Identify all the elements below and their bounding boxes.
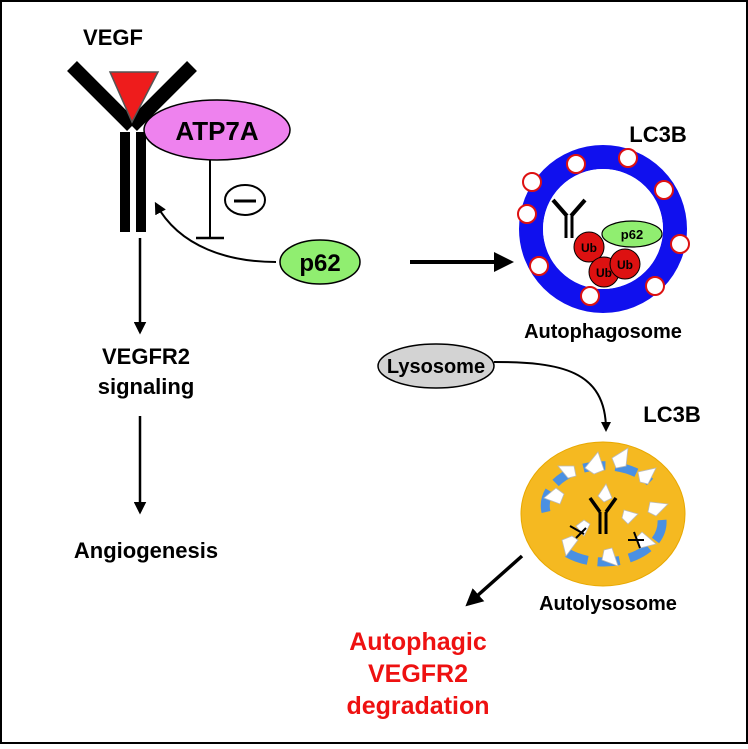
lc3b-dot (517, 204, 537, 224)
p62-to-receptor-arrow (154, 201, 277, 263)
lc3b-bottom-label: LC3B (643, 402, 700, 427)
lc3b-dot (529, 256, 549, 276)
lc3b-dot (670, 234, 690, 254)
autolysosome (520, 441, 686, 587)
inhibit-circle (224, 184, 266, 216)
result-line2: VEGFR2 (368, 660, 468, 688)
ub-label-2: Ub (596, 266, 612, 280)
vegf-ligand-triangle (108, 71, 160, 124)
lc3b-dot (645, 276, 665, 296)
p62-node: p62 (279, 239, 361, 285)
degraded-receptor-icon (569, 496, 644, 549)
lysosome-label: Lysosome (387, 356, 485, 378)
lc3b-dot (522, 172, 542, 192)
lc3b-dot (654, 180, 674, 200)
autolysosome-label: Autolysosome (539, 593, 677, 615)
degradation-fragments (543, 447, 669, 567)
ub-label-1: Ub (581, 241, 597, 255)
autophagosome: p62 Ub Ub Ub (517, 145, 690, 313)
internalized-receptor-icon (551, 198, 587, 238)
vegfr2-receptor (67, 61, 197, 232)
result-line1: Autophagic (349, 628, 487, 656)
result-line3: degradation (346, 692, 489, 720)
p62-small-label: p62 (621, 227, 643, 242)
lysosome-node: Lysosome (377, 343, 495, 389)
angiogenesis-label: Angiogenesis (74, 538, 218, 563)
atp7a-node: ATP7A (143, 99, 291, 161)
ub-label-3: Ub (617, 258, 633, 272)
lc3b-dot (618, 148, 638, 168)
p62-small-node (601, 220, 663, 248)
vegf-label: VEGF (83, 25, 143, 50)
vegfr2-signaling-line1: VEGFR2 (102, 344, 190, 369)
inhibition-bar (196, 160, 224, 240)
autolysosome-to-degradation-arrow (465, 554, 524, 607)
ubiquitin-circle (573, 231, 605, 263)
lc3b-dot (580, 286, 600, 306)
vegfr2-signaling-line2: signaling (98, 374, 195, 399)
lysosome-fusion-arrow (493, 361, 611, 432)
p62-label: p62 (299, 250, 340, 277)
lc3b-top-label: LC3B (629, 122, 686, 147)
atp7a-label: ATP7A (175, 116, 259, 146)
ubiquitin-circle (609, 248, 641, 280)
lc3b-dot (566, 154, 586, 174)
autophagosome-label: Autophagosome (524, 321, 682, 343)
